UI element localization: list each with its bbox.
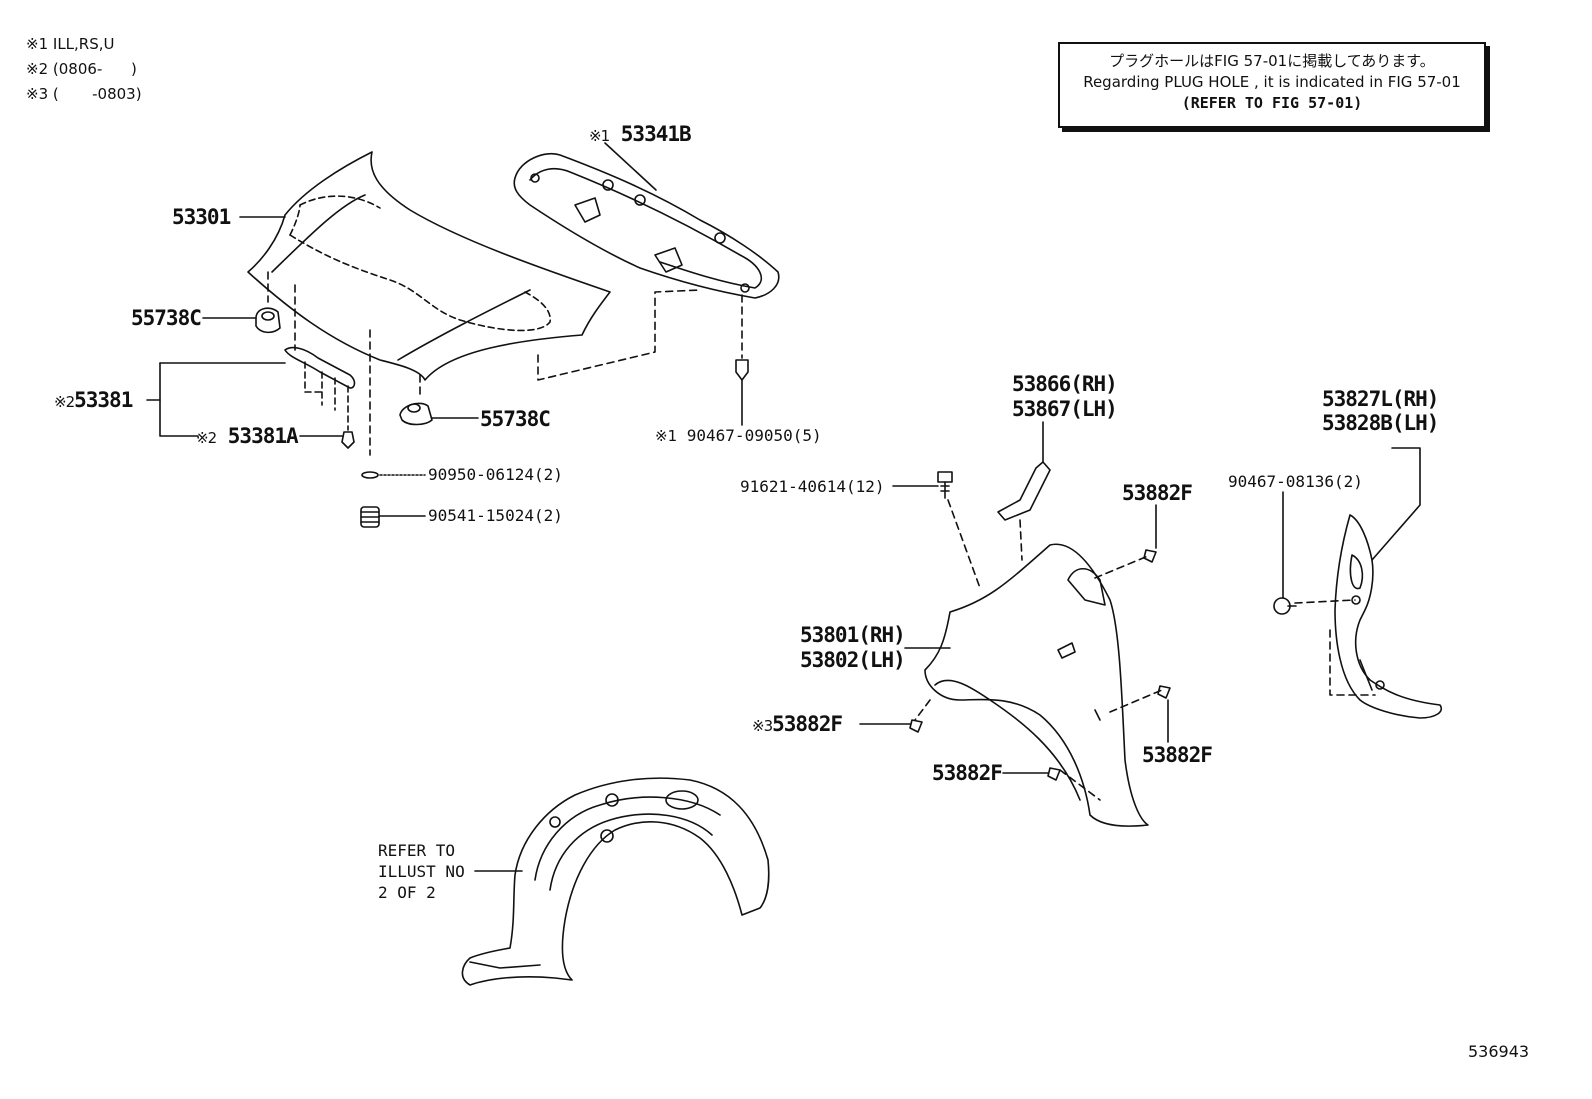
label-53381a: ※2 53381A <box>196 424 299 448</box>
label-53301: 53301 <box>172 205 231 229</box>
label-53882f-right: 53882F <box>1142 743 1213 767</box>
fender-dash-lines <box>914 499 1163 801</box>
label-53801: 53801(RH) <box>800 623 906 647</box>
label-53827l: 53827L(RH) <box>1322 387 1439 411</box>
option-notes: ※1 ILL,RS,U ※2 (0806- ) ※3 ( -0803) <box>26 32 142 107</box>
label-90541-15024: 90541-15024(2) <box>428 506 563 525</box>
label-55738c-lower: 55738C <box>480 407 551 431</box>
leader-lines-seal <box>1282 447 1421 599</box>
hood-insulator <box>513 153 780 299</box>
label-53828b: 53828B(LH) <box>1322 411 1439 435</box>
figure-number: 536943 <box>1468 1042 1530 1061</box>
label-53866: 53866(RH) <box>1012 372 1118 396</box>
note-2: ※2 (0806- ) <box>26 60 137 78</box>
label-91621-40614: 91621-40614(12) <box>740 477 885 496</box>
label-53882f-lower: 53882F <box>932 761 1003 785</box>
label-53341b: ※1 53341B <box>589 122 692 146</box>
label-90467-08136: 90467-08136(2) <box>1228 472 1363 491</box>
label-55738c-upper: 55738C <box>131 306 202 330</box>
note-1: ※1 ILL,RS,U <box>26 35 115 53</box>
label-53802: 53802(LH) <box>800 648 906 672</box>
hood-cushion-lower <box>399 402 433 426</box>
hood-dash-lines <box>267 271 743 456</box>
hood-cushion-upper <box>255 307 281 334</box>
label-90467-09050: ※1 90467-09050(5) <box>655 426 822 445</box>
label-90950-06124: 90950-06124(2) <box>428 465 563 484</box>
hood-panel <box>247 151 611 381</box>
hood-seal <box>284 346 356 431</box>
fender-clips <box>909 549 1171 781</box>
note-3: ※3 ( -0803) <box>26 85 142 103</box>
seal-clip <box>341 431 355 449</box>
label-53882f-upper: 53882F <box>1122 481 1193 505</box>
notice-japanese: プラグホールはFIG 57-01に掲載してあります。 <box>1109 52 1435 70</box>
label-53867: 53867(LH) <box>1012 397 1118 421</box>
front-fender <box>924 543 1149 827</box>
fender-bracket <box>997 461 1051 521</box>
seal-clip <box>1273 597 1297 615</box>
fender-liner <box>461 777 770 986</box>
seal-dash-lines <box>1294 599 1376 696</box>
notice-english: Regarding PLUG HOLE , it is indicated in… <box>1083 73 1461 91</box>
hood-stop-cushion <box>360 506 380 528</box>
notice-reference: (REFER TO FIG 57-01) <box>1181 94 1363 112</box>
label-53381: ※253381 <box>54 388 133 412</box>
fender-seal <box>1334 514 1442 719</box>
plug-hole-notice: プラグホールはFIG 57-01に掲載してあります。 Regarding PLU… <box>1058 42 1486 128</box>
leader-lines-fender <box>859 421 1169 774</box>
fender-bolt <box>937 471 953 499</box>
label-53882f-left: ※353882F <box>752 712 843 736</box>
leader-lines-left <box>146 142 657 517</box>
washer <box>361 471 379 479</box>
insulator-clip <box>735 359 749 426</box>
